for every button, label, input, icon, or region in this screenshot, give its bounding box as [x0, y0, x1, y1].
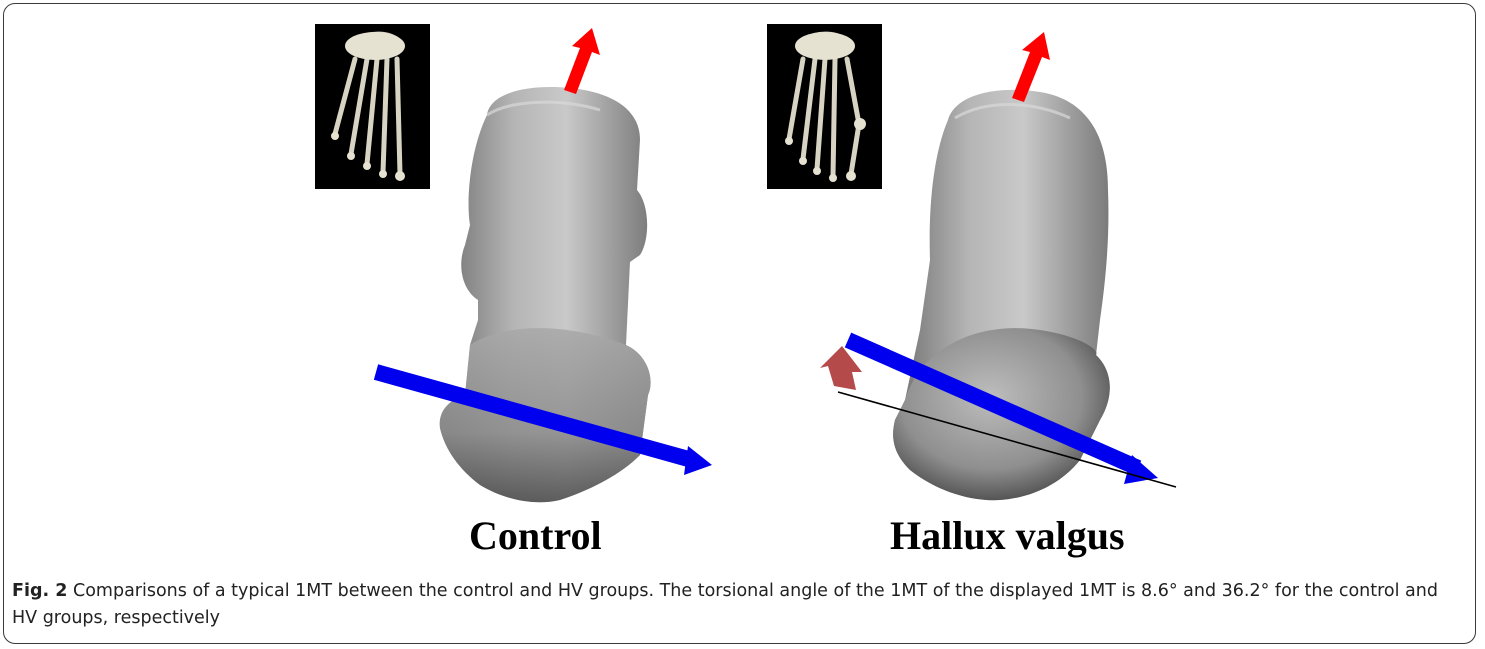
figure-area: Control Hallux valgus	[0, 0, 1485, 565]
hv-rotation-arrow	[820, 346, 862, 390]
control-blue-arrowhead	[684, 446, 712, 475]
figure-number: Fig. 2	[12, 581, 67, 601]
caption-text: Comparisons of a typical 1MT between the…	[12, 581, 1438, 628]
control-red-arrow	[564, 28, 600, 94]
figure-caption: Fig. 2 Comparisons of a typical 1MT betw…	[12, 578, 1467, 632]
control-foot-thumbnail	[315, 24, 430, 189]
hv-foot-thumbnail	[767, 24, 882, 189]
figure-illustration	[0, 0, 1485, 565]
hv-panel-label: Hallux valgus	[890, 512, 1125, 559]
control-panel-label: Control	[469, 512, 602, 559]
